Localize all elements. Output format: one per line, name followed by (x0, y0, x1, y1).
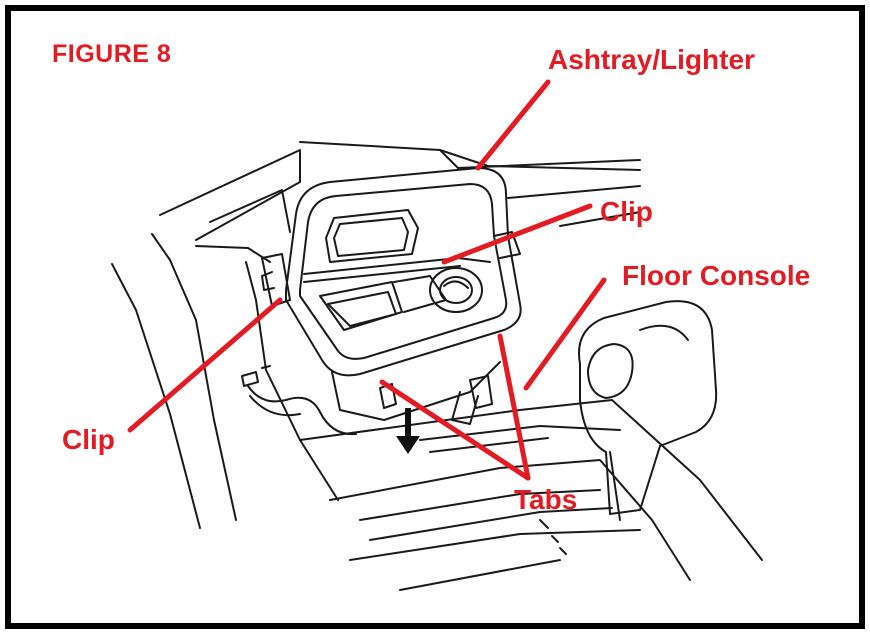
left-clip-tab (261, 271, 275, 291)
dash-top-edge (299, 141, 641, 169)
dash-left-panel (159, 149, 301, 241)
ashtray-pocket-1 (319, 281, 403, 331)
floor-console-top (299, 399, 763, 561)
callout-tabs: Tabs (514, 484, 578, 515)
shift-knob-line (609, 324, 689, 521)
leader-tabs-b (497, 333, 531, 481)
lighter-knob-inner (439, 276, 473, 304)
ashtray-lid-window (325, 209, 419, 263)
lighter-knob-outer (429, 267, 483, 313)
tab-right (469, 375, 493, 409)
connector-small (241, 365, 271, 387)
figure-frame (5, 5, 865, 629)
floor-console-lower (349, 529, 641, 591)
leader-floor-console (523, 277, 607, 391)
dash-top-edge-2 (439, 149, 641, 171)
floor-console-slot (359, 489, 613, 541)
ashtray-pocket-2 (393, 275, 447, 313)
console-bracket (451, 391, 479, 425)
ashtray-housing-inner (299, 183, 508, 360)
leader-clip-lower (127, 297, 283, 433)
console-side-left (245, 261, 339, 501)
callout-clip-lower: Clip (62, 424, 115, 455)
dash-right-line (507, 185, 641, 227)
ashtray-lid-window-inner (333, 217, 409, 257)
callout-floor-console: Floor Console (622, 260, 811, 291)
ashtray-housing-outer (285, 167, 522, 377)
dash-vertical-far-left (111, 263, 201, 529)
floor-console-edge (329, 459, 691, 581)
leader-tabs-a (379, 379, 531, 481)
shift-indicator (539, 519, 567, 555)
leader-ashtray (475, 79, 551, 171)
dash-vertical-left (151, 233, 237, 521)
housing-base (331, 361, 501, 421)
push-arrow-icon (396, 408, 420, 454)
callout-clip-upper: Clip (600, 196, 653, 227)
figure-label: FIGURE 8 (52, 40, 172, 68)
leader-clip-upper (441, 203, 593, 265)
callout-leaders (127, 79, 607, 481)
shift-knob-button (587, 343, 634, 399)
dash-left-panel-2 (209, 189, 291, 233)
shift-knob (578, 300, 718, 515)
callout-ashtray-lighter: Ashtray/Lighter (548, 44, 755, 75)
ashtray-right-bracket (493, 231, 521, 259)
lighter-knob-detail (443, 280, 469, 289)
ashtray-pocket-inner (327, 291, 397, 327)
wire-harness (247, 385, 357, 436)
